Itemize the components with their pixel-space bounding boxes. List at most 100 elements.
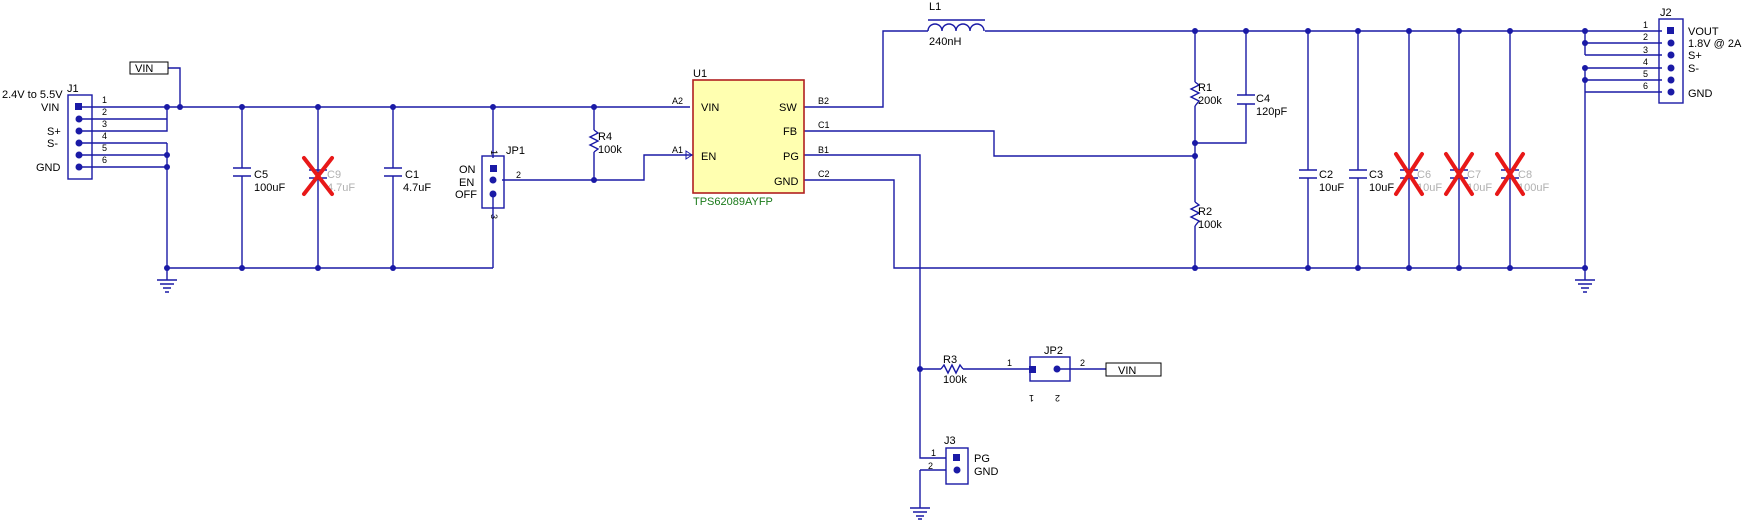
j1-pin-number: 4 [102, 131, 107, 141]
capacitor-c1: C1 4.7uF [384, 167, 431, 194]
j2-pin [1667, 88, 1675, 96]
u1-pin-fb: FB [783, 126, 797, 138]
junction-dot [390, 265, 396, 271]
junction-dot [164, 104, 170, 110]
connector-j3: J3 PG GND 1 2 [928, 435, 999, 485]
resistor-r2: R2 100k [1189, 201, 1222, 231]
dnp-x-mark [1444, 152, 1474, 196]
c6-ref: C6 [1417, 169, 1431, 181]
junction-dot [1582, 77, 1588, 83]
jumper-jp1: JP1 ON EN OFF 1 2 3 [455, 145, 525, 219]
j2-label-vout: VOUT [1688, 26, 1719, 38]
u1-pin-number: B1 [818, 145, 829, 155]
junction-dot [164, 164, 170, 170]
jp1-label-en: EN [459, 177, 474, 189]
c3-value: 10uF [1369, 182, 1394, 194]
junction-dot [1582, 28, 1588, 34]
en-input-arrow [685, 150, 693, 160]
junction-dot [1305, 265, 1311, 271]
vin-flag-box [129, 61, 169, 75]
j3-body [945, 447, 969, 485]
junction-dot [315, 104, 321, 110]
c8-ref: C8 [1518, 169, 1532, 181]
j1-ref: J1 [67, 83, 79, 95]
junctions [164, 28, 1588, 372]
capacitor-c6-dnp: C6 10uF [1394, 152, 1442, 196]
junction-dot [177, 104, 183, 110]
r4-ref: R4 [598, 131, 612, 143]
vin-flag-box [1105, 362, 1162, 377]
j2-pin-number: 5 [1643, 69, 1648, 79]
u1-pin-gnd: GND [774, 176, 799, 188]
u1-pin-sw: SW [779, 102, 797, 114]
j1-pin-number: 2 [102, 107, 107, 117]
r3-value: 100k [943, 374, 967, 386]
j3-label-gnd: GND [974, 466, 999, 478]
jp1-label-on: ON [459, 164, 476, 176]
j1-pin-number: 6 [102, 155, 107, 165]
c4-ref: C4 [1256, 93, 1270, 105]
j3-pin [953, 466, 961, 474]
capacitor-c9-dnp: C9 4.7uF [302, 156, 355, 196]
junction-dot [1355, 265, 1361, 271]
junction-dot [1507, 28, 1513, 34]
ground-symbols [157, 268, 1595, 520]
u1-pin-number: B2 [818, 96, 829, 106]
net-flag-vin-top: VIN [129, 61, 169, 75]
junction-dot [917, 366, 923, 372]
junction-dot [1456, 265, 1462, 271]
connector-j2: J2 VOUT 1.8V @ 2A S+ S- GND 1 2 3 4 5 6 [1643, 7, 1742, 104]
junction-dot [1406, 28, 1412, 34]
u1-pin-pg: PG [783, 151, 799, 163]
c7-ref: C7 [1467, 169, 1481, 181]
jp2-pin1-square [1029, 366, 1036, 373]
resistor-r1: R1 200k [1189, 81, 1222, 107]
j1-input-range: 2.4V to 5.5V [2, 89, 63, 101]
c6-value: 10uF [1417, 182, 1442, 194]
j2-body [1658, 18, 1684, 104]
c9-ref: C9 [327, 169, 341, 181]
jp1-label-off: OFF [455, 189, 477, 201]
r2-ref: R2 [1198, 206, 1212, 218]
junction-dot [1507, 265, 1513, 271]
j2-ref: J2 [1660, 7, 1672, 19]
j2-pin [1667, 51, 1675, 59]
c5-value: 100uF [254, 182, 285, 194]
capacitor-c5: C5 100uF [233, 167, 285, 194]
jp1-ref: JP1 [506, 145, 525, 157]
j3-pin1-square [953, 454, 960, 461]
j1-label-gnd: GND [36, 162, 61, 174]
junction-dot [490, 104, 496, 110]
junction-dot [1582, 65, 1588, 71]
junction-dot [1192, 265, 1198, 271]
c8-value: 100uF [1518, 182, 1549, 194]
connector-j1: J1 2.4V to 5.5V VIN S+ S- GND 1 2 3 4 5 … [2, 83, 107, 180]
capacitor-c7-dnp: C7 10uF [1444, 152, 1492, 196]
j1-label-sense-neg: S- [47, 138, 58, 150]
u1-pin-vin: VIN [701, 102, 719, 114]
j1-pin-number: 3 [102, 119, 107, 129]
jp1-pin [489, 190, 497, 198]
u1-pin-number: A1 [672, 145, 683, 155]
j1-pin1-square [75, 103, 82, 110]
j1-pin [75, 127, 83, 135]
junction-dot [591, 104, 597, 110]
r2-value: 100k [1198, 219, 1222, 231]
j1-pin [75, 139, 83, 147]
junction-dot [390, 104, 396, 110]
j1-pin [75, 151, 83, 159]
c1-ref: C1 [405, 169, 419, 181]
resistor-r3: R3 100k [940, 354, 967, 386]
junction-dot [164, 152, 170, 158]
j1-label-vin: VIN [41, 102, 59, 114]
c2-value: 10uF [1319, 182, 1344, 194]
u1-ref: U1 [693, 68, 707, 80]
junction-dot [1192, 28, 1198, 34]
junction-dot [1456, 28, 1462, 34]
capacitor-c8-dnp: C8 100uF [1495, 152, 1549, 196]
ground-symbol-bottom [910, 500, 930, 520]
ground-symbol-left [157, 268, 177, 293]
j1-pin-number: 1 [102, 95, 107, 105]
j2-pin-number: 3 [1643, 45, 1648, 55]
